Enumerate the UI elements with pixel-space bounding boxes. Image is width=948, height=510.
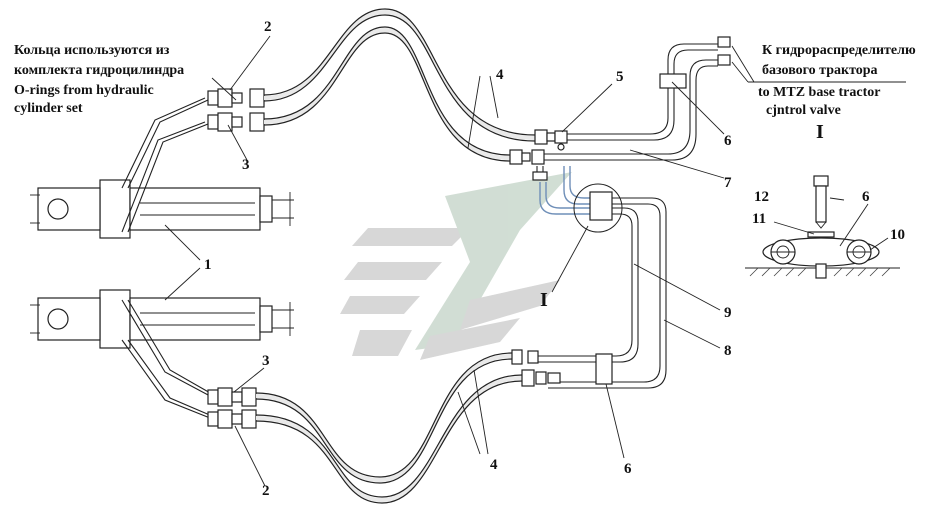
hose-fitting-icon xyxy=(207,387,257,429)
note-ru-line-1: Кольца используются из xyxy=(14,43,170,58)
company-logo-watermark xyxy=(340,172,572,360)
pipe-clamp-icon xyxy=(589,191,613,221)
callout-3-bottom: 3 xyxy=(262,353,270,369)
callout-5: 5 xyxy=(616,69,624,85)
hydraulic-cylinder-bottom xyxy=(30,289,294,349)
hose-fitting-icon xyxy=(511,349,561,387)
callout-4-bottom: 4 xyxy=(490,457,498,473)
destination-ru-line-1: К гидрораспределителю xyxy=(762,43,916,58)
callout-3-top: 3 xyxy=(242,157,250,173)
note-en-line-2: cylinder set xyxy=(14,101,83,116)
note-ru-line-2: комплекта гидроцилиндра xyxy=(14,63,185,78)
view-mark-top: I xyxy=(816,121,824,143)
callout-10: 10 xyxy=(890,227,905,243)
pipe-clamp-detail xyxy=(745,175,900,279)
callout-6-detail: 6 xyxy=(862,189,870,205)
metal-pipes-center xyxy=(532,166,667,389)
cylinder-port-lines-bottom xyxy=(121,299,213,419)
callout-12: 12 xyxy=(754,189,769,205)
callout-1: 1 xyxy=(204,257,212,273)
callout-11: 11 xyxy=(752,211,767,227)
callout-7: 7 xyxy=(724,175,732,191)
callout-2-bottom: 2 xyxy=(262,483,270,499)
hose-fitting-icon xyxy=(207,88,265,132)
callout-8: 8 xyxy=(724,343,732,359)
bolt-icon xyxy=(813,175,829,187)
metal-pipes-top xyxy=(544,36,731,161)
callout-6-top: 6 xyxy=(724,133,732,149)
callout-9: 9 xyxy=(724,305,732,321)
callout-2-top: 2 xyxy=(264,19,272,35)
callout-leaders xyxy=(164,35,906,487)
hydraulic-cylinder-top xyxy=(30,179,294,239)
note-en-line-1: O-rings from hydraulic xyxy=(14,83,154,98)
callout-4-top: 4 xyxy=(496,67,504,83)
destination-ru-line-2: базового трактора xyxy=(762,63,878,78)
destination-en-line-1: to MTZ base tractor xyxy=(758,85,881,100)
pipe-clamp-icon xyxy=(659,73,687,89)
destination-en-line-2: cjntrol valve xyxy=(766,103,841,118)
hose-pair-top xyxy=(263,8,536,162)
view-mark-detail: I xyxy=(540,289,548,311)
pipe-clamp-icon xyxy=(595,353,613,385)
hose-fitting-icon xyxy=(509,129,568,165)
cylinder-port-lines-top xyxy=(121,97,209,233)
hose-pair-bottom xyxy=(255,352,523,504)
callout-6-bottom: 6 xyxy=(624,461,632,477)
